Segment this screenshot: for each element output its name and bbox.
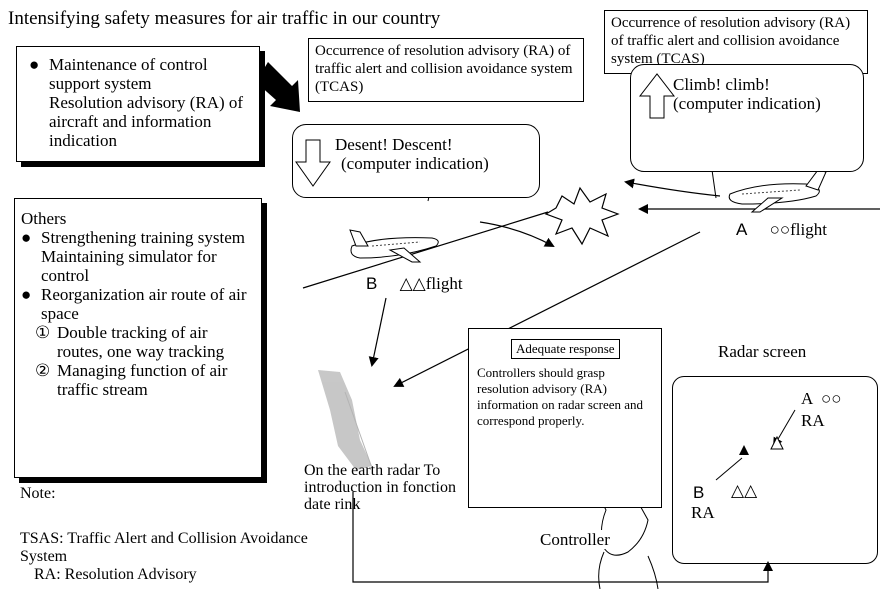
flight-a-suffix: flight bbox=[790, 220, 827, 239]
others-subitem-tracking: ① Double tracking of air routes, one way … bbox=[21, 323, 257, 361]
radar-target-a-icon bbox=[770, 435, 784, 450]
radar-screen: A ○○ RA B △△ RA bbox=[672, 376, 878, 564]
subitem-text-1: Double tracking of air routes, one way t… bbox=[57, 323, 225, 361]
subitem-number-2: ② bbox=[35, 361, 51, 380]
radar-a-ra: RA bbox=[801, 411, 825, 430]
a-avoid-arrow bbox=[624, 178, 721, 197]
others-box: Others Strengthening training system Mai… bbox=[14, 198, 262, 478]
a-to-radar-arrow bbox=[393, 231, 701, 387]
others-item-training-sub: Maintaining simulator for control bbox=[41, 247, 217, 285]
b-avoid-arrow bbox=[479, 221, 555, 247]
page-title: Intensifying safety measures for air tra… bbox=[8, 8, 441, 29]
climb-bubble: Climb! climb! (computer indication) bbox=[630, 64, 864, 172]
note-line-2: RA: Resolution Advisory bbox=[34, 566, 197, 583]
climb-line-1: Climb! climb! bbox=[673, 75, 770, 94]
ra-callout-center: Occurrence of resolution advisory (RA) o… bbox=[308, 38, 584, 102]
airplane-a-icon bbox=[728, 169, 827, 213]
maintenance-subtext: Resolution advisory (RA) of aircraft and… bbox=[49, 93, 244, 150]
callout-pointer-right bbox=[711, 169, 717, 199]
radar-target-b-icon bbox=[739, 445, 749, 455]
flight-a-label: A ○○flight bbox=[736, 220, 827, 239]
adequate-response-title: Adequate response bbox=[511, 339, 620, 359]
others-item-training: Strengthening training system bbox=[21, 228, 257, 247]
thick-arrow-icon bbox=[254, 62, 300, 112]
maintenance-item: Maintenance of control support system bbox=[29, 55, 253, 93]
radar-a-letter: A bbox=[801, 389, 814, 408]
data-link-line bbox=[352, 492, 773, 583]
flight-path-b bbox=[302, 211, 549, 289]
flight-b-letter: B bbox=[366, 274, 378, 293]
subitem-number-1: ① bbox=[35, 323, 51, 342]
radar-a-marks: ○○ bbox=[821, 389, 842, 408]
collision-burst-icon bbox=[544, 186, 620, 246]
others-item-air-route: Reorganization air route of air space bbox=[21, 285, 257, 323]
radar-b-ra: RA bbox=[691, 503, 715, 522]
flight-b-suffix: flight bbox=[425, 274, 463, 293]
radar-b-marks: △△ bbox=[731, 481, 758, 500]
airplane-b-icon bbox=[349, 229, 439, 263]
radar-b-letter: B bbox=[693, 483, 705, 502]
subitem-text-2: Managing function of air traffic stream bbox=[57, 361, 228, 399]
earth-radar-label: On the earth radar To introduction in fo… bbox=[304, 462, 456, 513]
others-subitem-stream: ② Managing function of air traffic stream bbox=[21, 361, 257, 399]
note-header: Note: bbox=[20, 485, 56, 502]
flight-a-letter: A bbox=[736, 220, 748, 239]
adequate-response-box: Adequate response Controllers should gra… bbox=[468, 328, 662, 508]
maintenance-box: Maintenance of control support system Re… bbox=[16, 46, 260, 162]
radar-screen-label: Radar screen bbox=[718, 342, 807, 361]
climb-line-2: (computer indication) bbox=[673, 94, 821, 113]
radar-b-arrow bbox=[715, 457, 743, 481]
adequate-response-body: Controllers should grasp resolution advi… bbox=[477, 365, 644, 428]
b-to-radar-arrow bbox=[368, 297, 387, 367]
note-line-1: TSAS: Traffic Alert and Collision Avoida… bbox=[20, 530, 308, 565]
descent-line-1: Desent! Descent! bbox=[335, 135, 453, 154]
controller-label: Controller bbox=[540, 530, 610, 549]
ra-callout-right: Occurrence of resolution advisory (RA) o… bbox=[604, 10, 868, 74]
earth-radar-icon bbox=[318, 370, 373, 470]
flight-b-marks: △△ bbox=[399, 274, 426, 293]
descent-bubble: Desent! Descent! (computer indication) bbox=[292, 124, 540, 198]
others-header: Others bbox=[21, 209, 67, 228]
descent-line-2: (computer indication) bbox=[341, 154, 489, 173]
flight-b-label: B △△flight bbox=[366, 274, 463, 293]
flight-a-marks: ○○ bbox=[769, 220, 791, 239]
